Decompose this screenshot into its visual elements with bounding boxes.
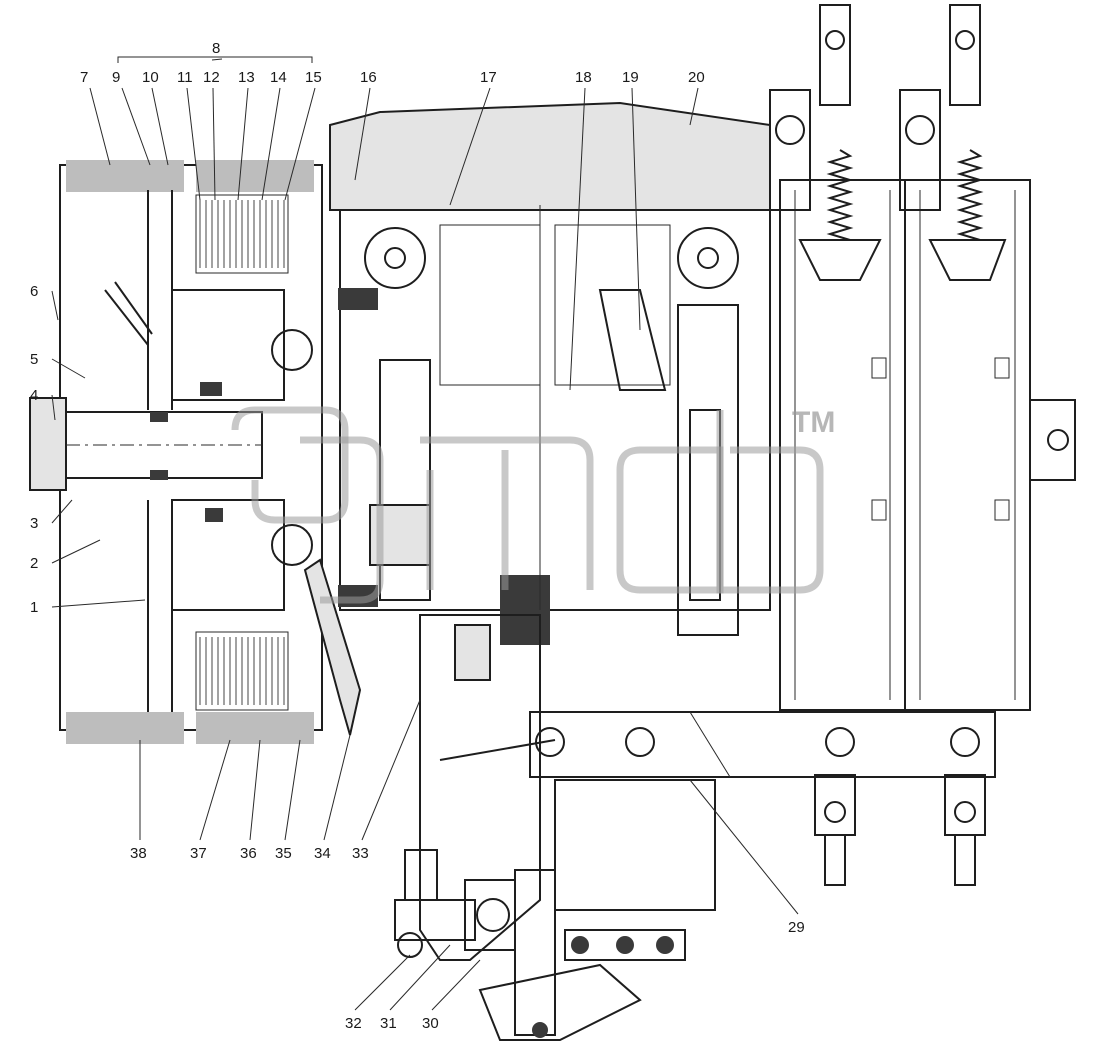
- bevel-gear: [338, 288, 431, 607]
- leader-line-13: [237, 87, 249, 201]
- leader-line-20: [689, 87, 699, 126]
- leader-line-37: [199, 739, 231, 841]
- clutch-housing: [59, 160, 323, 744]
- release-lever: [104, 281, 362, 736]
- brake-drum-assembly: [779, 179, 1076, 711]
- callout-30: 30: [422, 1015, 439, 1032]
- leader-line-4: [51, 394, 56, 421]
- beam-clamp-left: [814, 774, 856, 886]
- callout-32: 32: [345, 1015, 362, 1032]
- leader-line-5: [51, 358, 86, 379]
- input-shaft: [29, 397, 263, 491]
- friction-disc-pack-lower: [195, 631, 289, 711]
- callout-8: 8: [212, 40, 220, 57]
- leader-line-35: [284, 739, 301, 841]
- friction-disc-pack-upper: [195, 194, 289, 274]
- callout-10: 10: [142, 69, 159, 86]
- callout-35: 35: [275, 845, 292, 862]
- leader-line-6: [51, 290, 59, 321]
- brake-spring-right: [899, 4, 1007, 281]
- callout-29: 29: [788, 919, 805, 936]
- callout-38: 38: [130, 845, 147, 862]
- leader-line-30: [431, 959, 481, 1011]
- callout-7: 7: [80, 69, 88, 86]
- leader-line-16: [354, 87, 371, 181]
- callout-2: 2: [30, 555, 38, 572]
- output-housing-lower: [394, 614, 716, 1041]
- callout-3: 3: [30, 515, 38, 532]
- callout-19: 19: [622, 69, 639, 86]
- brake-spring-left: [769, 4, 882, 281]
- callout-33: 33: [352, 845, 369, 862]
- leader-line-33: [361, 699, 421, 841]
- callout-leaders: [51, 56, 799, 1011]
- bracket-8: [117, 56, 313, 63]
- callout-9: 9: [112, 69, 120, 86]
- leader-line-8: [211, 58, 223, 61]
- leader-line-32: [354, 954, 411, 1011]
- callout-20: 20: [688, 69, 705, 86]
- leader-line-36: [249, 739, 261, 841]
- watermark-tm: TM: [792, 406, 835, 439]
- leader-line-3: [51, 499, 73, 524]
- leader-line-2: [51, 539, 101, 564]
- leader-line-18: [569, 87, 586, 391]
- coil-spring: [826, 149, 854, 241]
- watermark-logo: TM: [231, 406, 835, 604]
- leader-line-11: [186, 87, 201, 201]
- callout-6: 6: [30, 283, 38, 300]
- leader-line-7: [89, 87, 111, 166]
- callout-15: 15: [305, 69, 322, 86]
- leader-line-9: [121, 87, 151, 166]
- leader-line-19: [631, 87, 641, 331]
- callout-1: 1: [30, 599, 38, 616]
- callout-34: 34: [314, 845, 331, 862]
- leader-line-29: [689, 779, 799, 915]
- callout-17: 17: [480, 69, 497, 86]
- callout-36: 36: [240, 845, 257, 862]
- callout-11: 11: [177, 69, 193, 86]
- beam-clamp-right: [944, 774, 986, 886]
- callout-13: 13: [238, 69, 255, 86]
- leader-line-34: [323, 734, 351, 841]
- callout-37: 37: [190, 845, 207, 862]
- coil-spring: [956, 149, 984, 241]
- leader-line-10: [151, 87, 169, 166]
- hub-assembly: [171, 289, 313, 611]
- callout-18: 18: [575, 69, 592, 86]
- leader-line-15: [284, 87, 316, 201]
- callout-31: 31: [380, 1015, 397, 1032]
- leader-line-1: [51, 599, 146, 608]
- callout-5: 5: [30, 351, 38, 368]
- leader-line-31: [389, 944, 451, 1011]
- callout-12: 12: [203, 69, 220, 86]
- callout-4: 4: [30, 387, 38, 404]
- leader-line-17: [449, 87, 491, 206]
- callout-14: 14: [270, 69, 287, 86]
- callout-16: 16: [360, 69, 377, 86]
- leader-line-14: [261, 87, 281, 201]
- cross-beam: [529, 711, 996, 778]
- leader-line-12: [212, 87, 216, 201]
